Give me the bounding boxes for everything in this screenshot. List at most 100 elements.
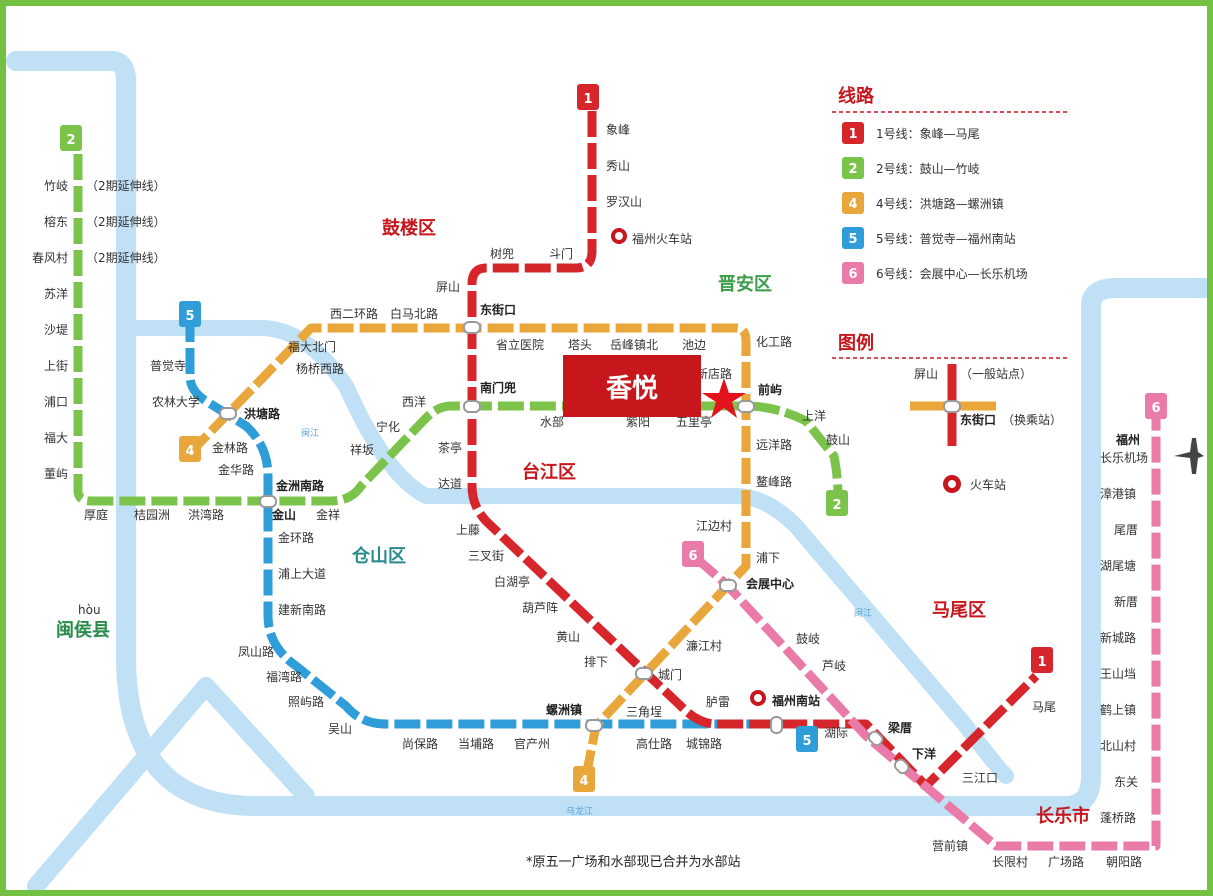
- line-1-badge-bottom-text: 1: [1037, 655, 1046, 670]
- station-label: 福州: [1115, 432, 1140, 447]
- district-taijiang: 台江区: [522, 461, 576, 483]
- station-label: 茶亭: [438, 440, 462, 455]
- river-label-minjiang-2: 闽江: [854, 607, 872, 619]
- transfer-station-nanmendou: [463, 400, 481, 413]
- station-label: 金林路: [212, 440, 248, 455]
- line-5-labels: 普觉寺 农林大学 金林路 金华路 金洲南路 金环路 浦上大道 建新南路 凤山路 …: [150, 359, 848, 751]
- station-label: 秀山: [606, 159, 630, 173]
- station-label: 上藤: [456, 523, 480, 537]
- transfer-station-xiayang: [893, 758, 910, 775]
- station-label: 浦口: [44, 395, 68, 409]
- legend-line-4: 4号线：洪塘路—螺洲镇: [876, 196, 1004, 211]
- station-label: 高仕路: [636, 736, 672, 751]
- station-label: 浦下: [756, 551, 780, 565]
- ext-label: （2期延伸线）: [86, 251, 166, 265]
- station-label: 树兜: [490, 246, 514, 261]
- district-cangshan: 仓山区: [351, 545, 406, 567]
- station-label: 金华路: [218, 462, 254, 477]
- legend-line-1: 1号线：象峰—马尾: [876, 127, 980, 141]
- line-2-badge-top-text: 2: [66, 133, 75, 148]
- district-labels: 鼓楼区 晋安区 台江区 仓山区 马尾区 hòu 闽侯县 长乐市: [56, 217, 1090, 827]
- highlight-label: 香悦: [563, 355, 701, 417]
- legend-badge-6-text: 6: [848, 267, 857, 282]
- transfer-station-qianyu: [737, 400, 755, 413]
- station-label: 鼓山: [826, 433, 850, 447]
- station-label: 沙堤: [44, 323, 68, 337]
- station-label: 当埔路: [458, 736, 494, 751]
- legend-transfer-sample: [943, 400, 961, 413]
- station-label: 长限村: [992, 855, 1028, 869]
- station-label: 三角埕: [626, 705, 662, 719]
- metro-map: 1 1 2 2 4 4 5 5 6 6 鼓楼区 晋安区 台江区 仓山区 马尾区 …: [6, 51, 1207, 890]
- station-label: 东关: [1114, 775, 1138, 789]
- legend-badge-2-text: 2: [848, 162, 857, 177]
- station-label: 水部: [540, 414, 564, 429]
- station-label: 照屿路: [288, 694, 324, 709]
- station-label: 螺洲镇: [546, 702, 582, 717]
- legend: 线路 1 1号线：象峰—马尾 2 2号线：鼓山—竹岐 4 4号线：洪塘路—螺洲镇…: [832, 85, 1070, 493]
- station-label: 福州南站: [771, 693, 820, 708]
- station-label: 蓬桥路: [1100, 810, 1136, 825]
- station-label: 杨桥西路: [296, 361, 344, 376]
- transfer-station-fuzhounanzhan: [770, 716, 783, 734]
- line-badges: 1 1 2 2 4 4 5 5 6 6: [60, 84, 1167, 792]
- station-label: 葫芦阵: [522, 601, 558, 615]
- station-label: 董屿: [44, 467, 68, 481]
- station-label: 营前镇: [932, 838, 968, 853]
- station-label: 桔园洲: [134, 508, 170, 522]
- station-label: 朝阳路: [1106, 854, 1142, 869]
- station-label: 新店路: [696, 366, 732, 381]
- line-4-badge-left: [179, 436, 201, 462]
- station-label: 梁厝: [887, 720, 912, 735]
- line-5-badge-top: [179, 301, 201, 327]
- station-label: 福州火车站: [632, 231, 692, 246]
- line-2-badge-top: [60, 125, 82, 151]
- station-label: 西洋: [402, 394, 426, 409]
- legend-badge-2: [842, 157, 864, 179]
- line-2: [73, 154, 843, 506]
- station-label: 凤山路: [238, 644, 274, 659]
- line-1: [467, 111, 1040, 791]
- station-label: 塔头: [568, 338, 592, 352]
- legend-line-5: 5号线：普觉寺—福州南站: [876, 231, 1016, 246]
- station-label: 春风村: [32, 251, 68, 265]
- line-4-badge-bottom: [573, 766, 595, 792]
- station-label: 福大北门: [288, 339, 336, 354]
- line-6-badge-top: [682, 541, 704, 567]
- station-label: 广场路: [1048, 854, 1084, 869]
- line-6-labels: 鼓岐 芦岐 营前镇 长限村 广场路 朝阳路 蓬桥路 东关 北山村 鹤上镇 王山垱…: [796, 432, 1148, 869]
- train-station-icon: [611, 228, 627, 244]
- station-label: 吴山: [328, 722, 352, 736]
- station-label: 农林大学: [152, 394, 200, 409]
- line-1-labels: 象峰 秀山 罗汉山 福州火车站 斗门 树兜 屏山 东街口 南门兜 茶亭 达道 上…: [436, 123, 1056, 785]
- station-label: 池边: [682, 338, 706, 352]
- footnote: *原五一广场和水部现已合并为水部站: [526, 855, 741, 870]
- district-minhou: 闽侯县: [56, 619, 110, 641]
- ext-label: （2期延伸线）: [86, 215, 166, 229]
- district-gulou: 鼓楼区: [382, 217, 436, 239]
- legend-badge-4: [842, 192, 864, 214]
- station-label: 濂江村: [686, 639, 722, 653]
- station-label: 金环路: [278, 530, 314, 545]
- station-label: 会展中心: [746, 576, 794, 591]
- station-label: 省立医院: [496, 337, 544, 352]
- transfer-station-jinzhounanlu: [259, 495, 277, 508]
- station-label: 江边村: [696, 519, 732, 533]
- river-lower-left: [27, 677, 315, 890]
- legend-transfer-note: （换乘站）: [1002, 413, 1062, 427]
- line-4: [185, 323, 751, 777]
- river-label-wulongjiang: 乌龙江: [566, 805, 593, 817]
- station-label: 金洲南路: [275, 478, 325, 493]
- station-label: 紫阳: [626, 415, 650, 429]
- station-label: 三叉街: [468, 549, 504, 563]
- river-label-minjiang-1: 闽江: [301, 427, 319, 439]
- station-label: 胪雷: [706, 695, 730, 709]
- station-label: 罗汉山: [606, 195, 642, 209]
- transfer-station-huizhanzhongxin: [719, 579, 737, 592]
- legend-badge-5-text: 5: [848, 232, 857, 247]
- station-label: 排下: [584, 655, 608, 669]
- line-6-badge-top-text: 6: [688, 549, 697, 564]
- station-label: 化工路: [756, 334, 792, 349]
- legend-train-label: 火车站: [970, 477, 1006, 492]
